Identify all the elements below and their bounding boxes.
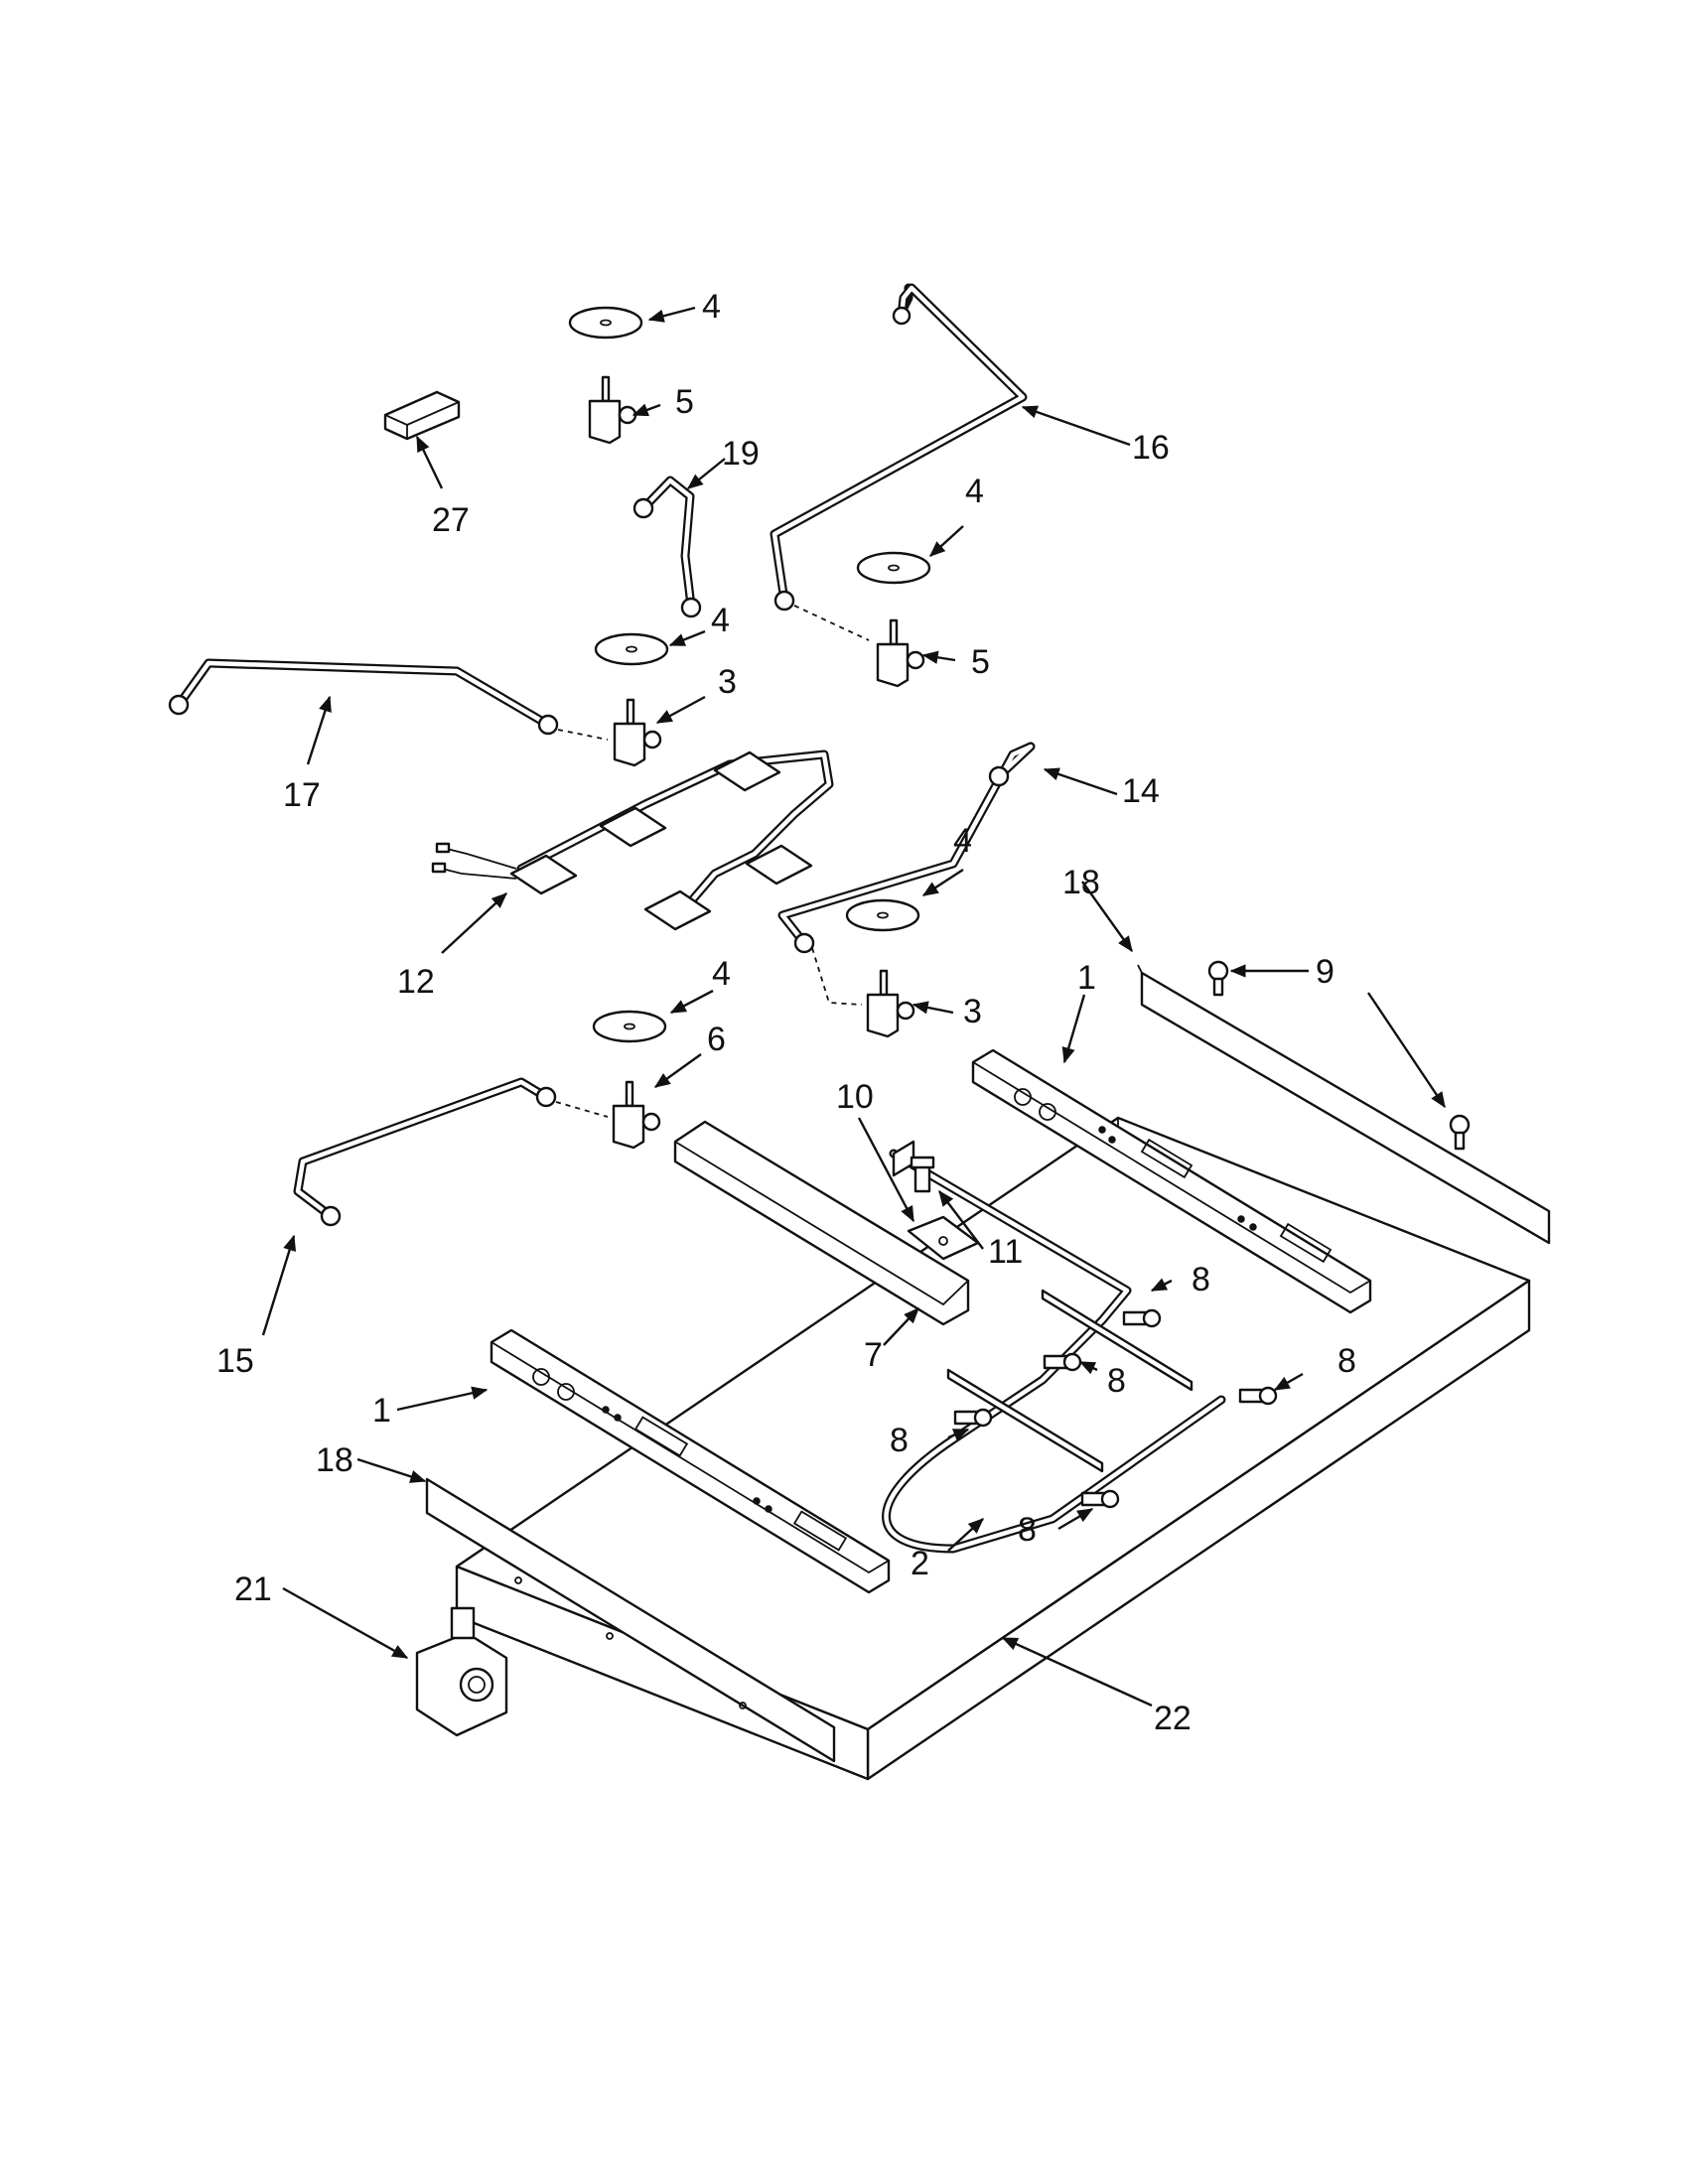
- screws-9: [1207, 960, 1471, 1151]
- valves: [588, 375, 925, 1150]
- pressure-regulator: [415, 1606, 508, 1737]
- back-strip: [1137, 964, 1551, 1245]
- burner-bracket-upper: [971, 1048, 1372, 1314]
- callout-8d: 8: [890, 1422, 909, 1459]
- discs-4: [568, 306, 931, 1043]
- callout-11: 11: [988, 1233, 1023, 1271]
- callout-9: 9: [1316, 953, 1334, 991]
- gas-tubes: [168, 283, 1036, 1227]
- callout-1a: 1: [1077, 959, 1096, 997]
- callout-4a: 4: [702, 288, 721, 326]
- screws-8: [953, 1308, 1278, 1509]
- callout-4b: 4: [965, 473, 984, 510]
- callout-12: 12: [397, 963, 435, 1001]
- front-strip: [425, 1477, 836, 1763]
- burner-bracket-lower: [490, 1328, 891, 1594]
- callout-2: 2: [911, 1545, 929, 1582]
- callout-1b: 1: [372, 1392, 391, 1430]
- callout-14: 14: [1122, 772, 1160, 810]
- callout-4e: 4: [712, 955, 731, 993]
- callout-27: 27: [432, 501, 470, 539]
- callout-labels: 4 5 19 16 27 4 4 5 3 17 14 4 18 12 9 4 1…: [216, 288, 1356, 1737]
- callout-8a: 8: [1192, 1261, 1210, 1298]
- callout-5b: 5: [971, 643, 990, 681]
- callout-8b: 8: [1337, 1342, 1356, 1380]
- callout-3a: 3: [718, 663, 737, 701]
- leader-lines: [261, 306, 1446, 1707]
- terminal-block: [383, 390, 461, 441]
- callout-18a: 18: [1062, 864, 1100, 901]
- callout-18b: 18: [316, 1441, 353, 1479]
- callout-5a: 5: [675, 383, 694, 421]
- callout-8e: 8: [1018, 1511, 1037, 1549]
- callout-15: 15: [216, 1342, 254, 1380]
- callout-6: 6: [707, 1021, 726, 1058]
- callout-17: 17: [283, 776, 321, 814]
- callout-8c: 8: [1107, 1362, 1126, 1400]
- callout-4c: 4: [711, 602, 730, 639]
- ignition-harness: [431, 750, 834, 931]
- callout-4d: 4: [953, 822, 972, 860]
- callout-16: 16: [1132, 429, 1170, 467]
- callout-10: 10: [836, 1078, 874, 1116]
- callout-3b: 3: [963, 993, 982, 1030]
- mount-plate: [907, 1156, 980, 1261]
- callout-19: 19: [722, 435, 760, 473]
- callout-21: 21: [234, 1570, 272, 1608]
- callout-7: 7: [864, 1336, 883, 1374]
- callout-22: 22: [1154, 1700, 1192, 1737]
- center-bracket: [673, 1120, 970, 1326]
